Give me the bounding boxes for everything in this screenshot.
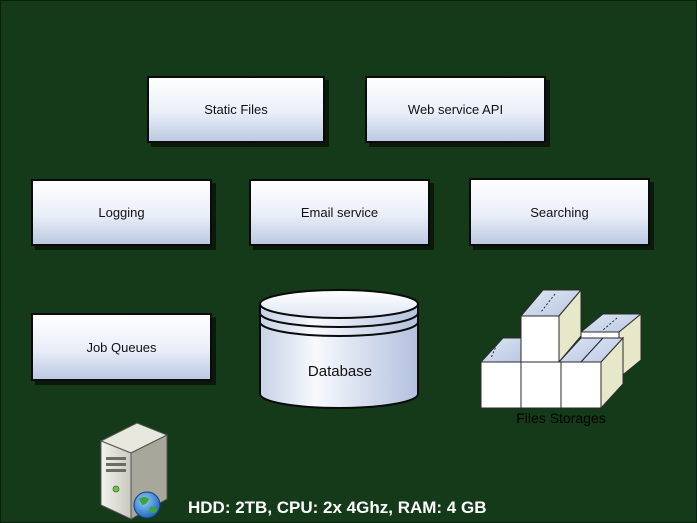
job-queues-label: Job Queues — [86, 339, 157, 355]
logging-label: Logging — [98, 205, 145, 220]
stacked-boxes-icon — [479, 288, 643, 410]
server-tower-with-globe-icon — [99, 422, 169, 520]
searching-box: Searching — [469, 178, 650, 246]
database-cylinder-icon — [259, 289, 419, 409]
searching-label: Searching — [530, 204, 589, 220]
database-label: Database — [307, 363, 373, 380]
server-specs-text: HDD: 2TB, CPU: 2x 4Ghz, RAM: 4 GB — [188, 498, 487, 517]
email-service-label: Email service — [300, 205, 379, 220]
logging-box: Logging — [31, 179, 212, 246]
static-files-box: Static Files — [147, 76, 325, 143]
job-queues-box: Job Queues — [31, 313, 212, 381]
email-service-box: Email service — [249, 179, 430, 246]
web-service-api-label: Web service API — [407, 102, 504, 117]
files-storages-label: Files Storages — [516, 410, 606, 426]
web-service-api-box: Web service API — [365, 76, 546, 143]
static-files-label: Static Files — [204, 102, 268, 117]
